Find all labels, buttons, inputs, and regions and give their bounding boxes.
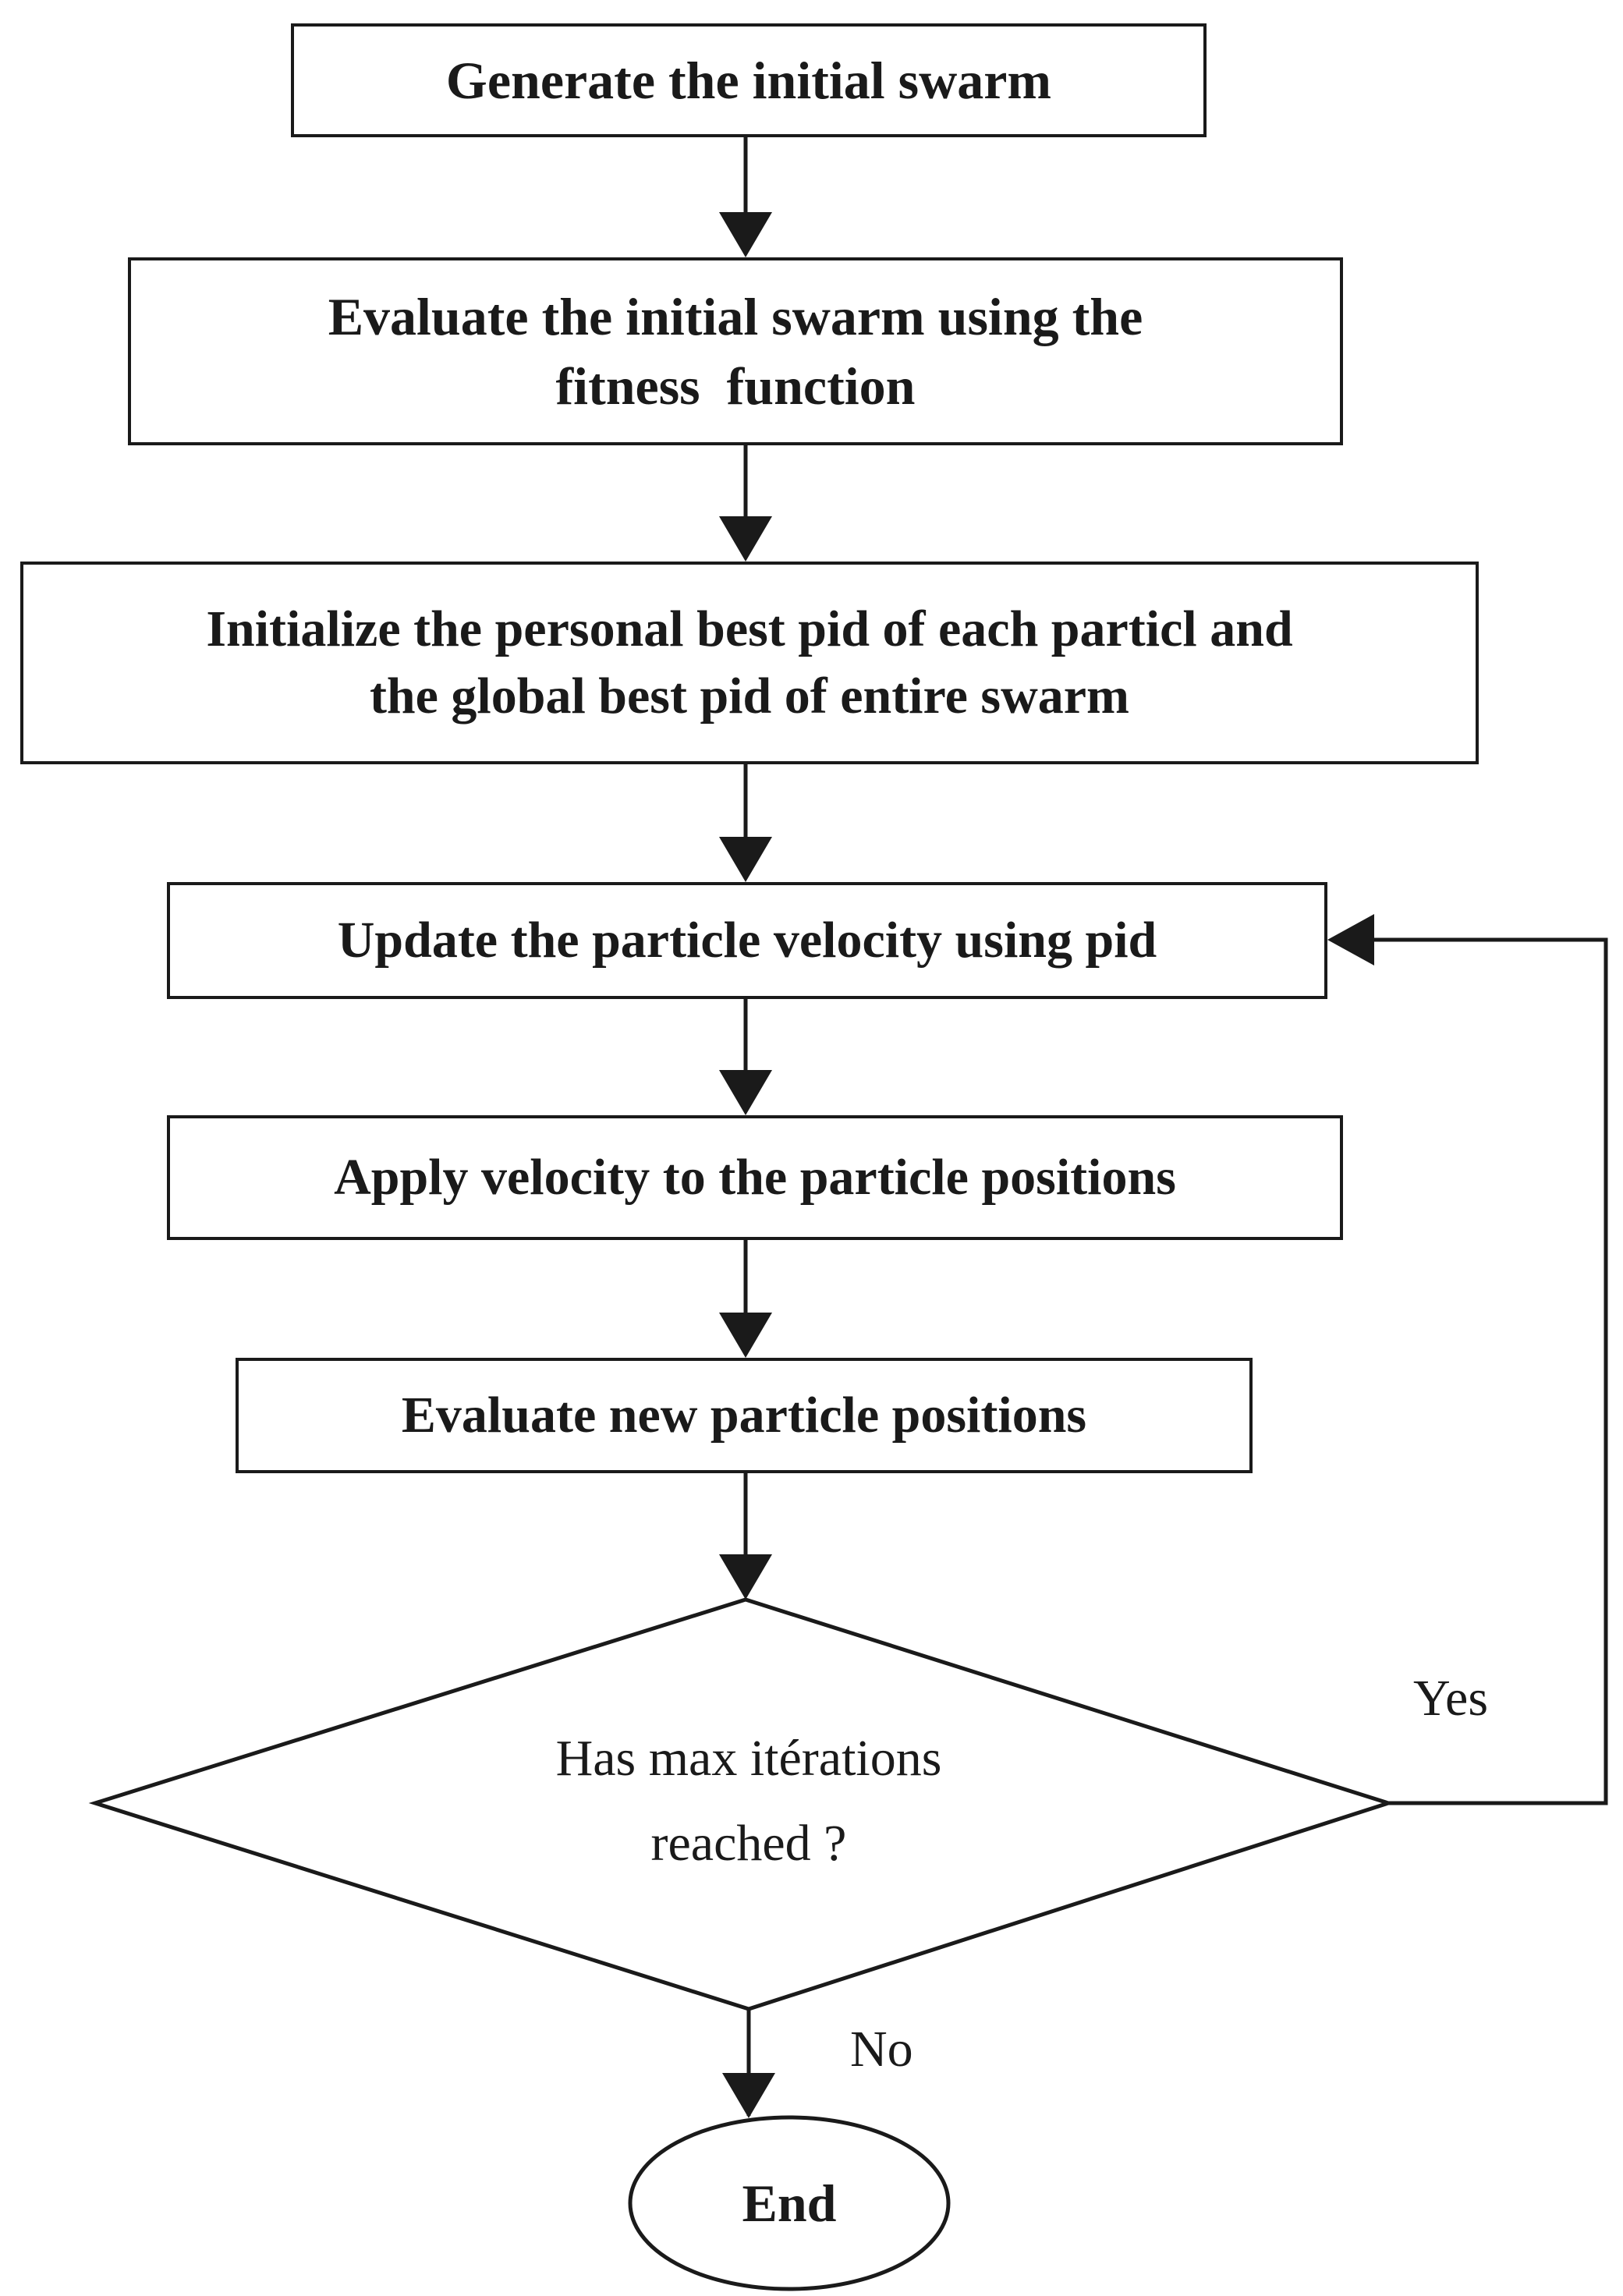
arrowhead-2 [719,516,772,562]
decision-diamond [88,1597,1395,2011]
decision-line-2: reached ? [650,1815,847,1872]
step-generate-swarm-text: Generate the initial swarm [445,50,1052,110]
yes-loop-line [1365,937,1608,1805]
decision-label: Has max itérations reached ? [390,1708,1107,1895]
end-text: End [742,2173,837,2233]
step-update-velocity-text: Update the particle velocity using pid [337,912,1157,969]
arrowhead-7 [722,2073,775,2118]
arrowhead-1 [719,212,772,257]
step-evaluate-new-positions: Evaluate new particle positions [236,1358,1253,1473]
end-terminal-shape [628,2115,951,2291]
step-initialize-best-line-2: the global best pid of entire swarm [369,668,1130,725]
step-evaluate-new-text: Evaluate new particle positions [401,1387,1087,1444]
step-update-velocity: Update the particle velocity using pid [167,882,1327,999]
step-initialize-best-line-1: Initialize the personal best pid of each… [206,601,1293,658]
step-generate-swarm: Generate the initial swarm [291,23,1207,137]
arrowhead-3 [719,837,772,882]
arrowhead-5 [719,1313,772,1358]
yes-label: Yes [1413,1670,1489,1727]
end-terminal-label: End [630,2152,948,2254]
step-evaluate-initial-line-1: Evaluate the initial swarm using the [328,287,1143,347]
arrowhead-4 [719,1070,772,1115]
no-label: No [850,2021,913,2078]
step-evaluate-initial-swarm: Evaluate the initial swarm using the fit… [128,257,1343,445]
step-initialize-best: Initialize the personal best pid of each… [20,562,1479,764]
arrowhead-6 [719,1554,772,1600]
step-evaluate-initial-line-2: fitness function [555,356,916,416]
step-apply-velocity-text: Apply velocity to the particle positions [334,1149,1176,1206]
decision-line-1: Has max itérations [555,1730,942,1788]
arrowhead-loop [1327,914,1374,966]
step-apply-velocity: Apply velocity to the particle positions [167,1115,1343,1240]
